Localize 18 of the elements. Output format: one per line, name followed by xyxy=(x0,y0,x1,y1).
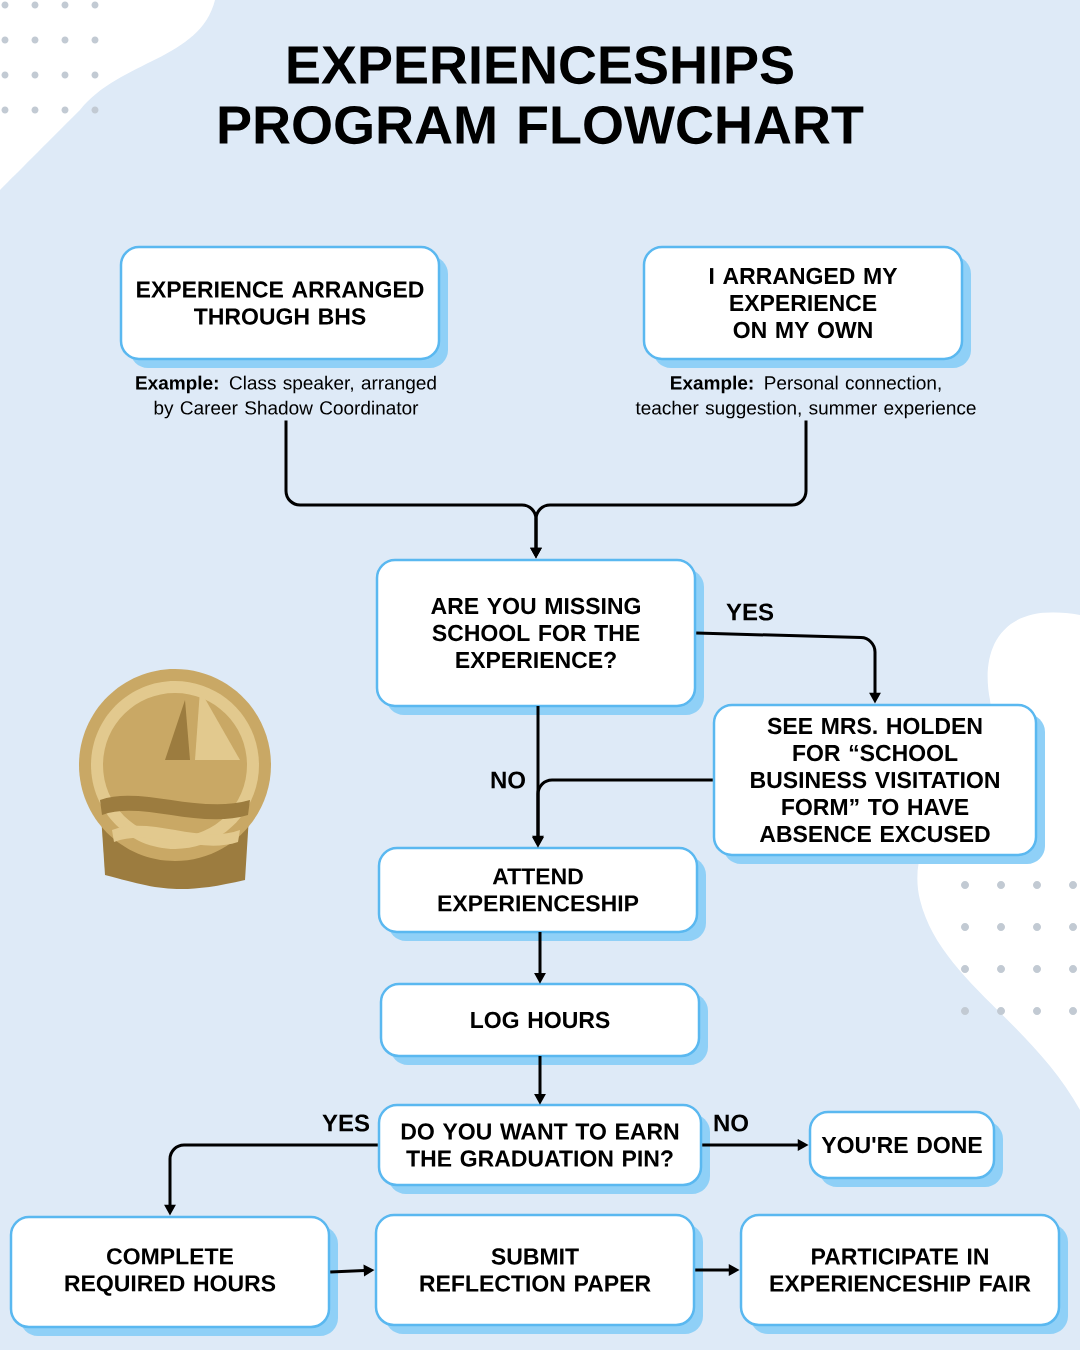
title: EXPERIENCESHIPS PROGRAM FLOWCHART xyxy=(219,45,864,145)
example-text: Example: Personal connection, teacher suggestion, summer experience xyxy=(635,375,976,419)
edge-label: NO xyxy=(714,1114,748,1132)
process-box: COMPLETE REQUIRED HOURS xyxy=(9,1215,338,1336)
process-box: LOG HOURS xyxy=(379,982,708,1065)
process-box: EXPERIENCE ARRANGED THROUGH BHS xyxy=(119,245,448,368)
edge-label: YES xyxy=(726,603,774,621)
edge-label: YES xyxy=(322,1114,370,1132)
process-box: SEE MRS. HOLDEN FOR “SCHOOL BUSINESS VISITATION FORM” TO HAVE ABSENCE EXCUSED xyxy=(712,703,1045,864)
edge-label: NO xyxy=(491,771,525,789)
process-box: DO YOU WANT TO EARN THE GRADUATION PIN? xyxy=(377,1103,710,1194)
example-text: Example: Class speaker, arranged by Career Shadow Coordinator xyxy=(136,375,436,419)
process-box: SUBMIT REFLECTION PAPER xyxy=(374,1213,703,1334)
process-box: ATTEND EXPERIENCESHIP xyxy=(377,846,706,941)
process-box: PARTICIPATE IN EXPERIENCESHIP FAIR xyxy=(739,1213,1068,1334)
process-box: ARE YOU MISSING SCHOOL FOR THE EXPERIENCE? xyxy=(375,558,704,715)
process-box: YOU'RE DONE xyxy=(808,1110,1003,1187)
process-box: I ARRANGED MY EXPERIENCE ON MY OWN xyxy=(642,245,971,368)
